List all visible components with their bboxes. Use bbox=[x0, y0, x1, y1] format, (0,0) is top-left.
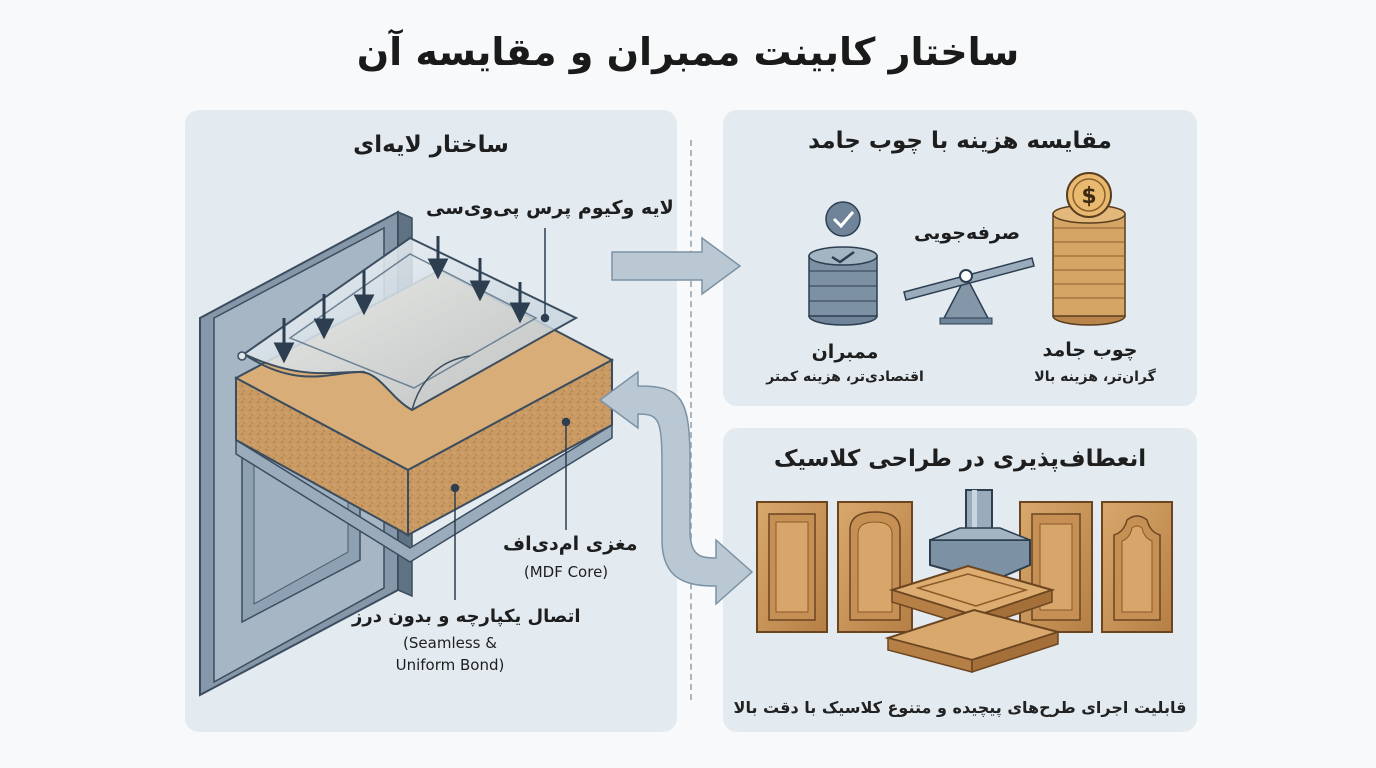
page-title: ساختار کابینت ممبران و مقایسه آن bbox=[356, 30, 1020, 74]
pressure-arrows bbox=[273, 236, 531, 364]
layer-structure-title: ساختار لایه‌ای bbox=[353, 132, 509, 158]
bond-label: اتصال یکپارچه و بدون درز bbox=[352, 606, 581, 627]
balance-scale-icon bbox=[903, 257, 1035, 325]
membrane-name: ممبران bbox=[811, 341, 879, 363]
cost-comparison-title: مقایسه هزینه با چوب جامد bbox=[808, 128, 1112, 154]
classic-door-3 bbox=[1019, 501, 1093, 633]
callout-lines bbox=[450, 228, 571, 600]
dollar-coin-icon: $ bbox=[1066, 172, 1112, 218]
membrane-description: اقتصادی‌تر، هزینه کمتر bbox=[766, 369, 924, 385]
dollar-symbol: $ bbox=[1081, 184, 1096, 209]
classic-door-1 bbox=[756, 501, 828, 633]
mdf-core-english: (MDF Core) bbox=[523, 563, 609, 581]
pvc-film-layer bbox=[237, 236, 579, 412]
solid-wood-name: چوب جامد bbox=[1042, 339, 1138, 361]
classic-door-4 bbox=[1101, 501, 1173, 633]
checkmark-icon bbox=[825, 201, 861, 237]
arrow-curved-link bbox=[598, 370, 754, 606]
classic-door-2 bbox=[837, 501, 913, 633]
saving-label: صرفه‌جویی bbox=[914, 222, 1021, 244]
pvc-layer-label: لایه وکیوم پرس پی‌وی‌سی bbox=[426, 197, 674, 219]
bond-english-line1: (Seamless & bbox=[403, 634, 497, 652]
solid-wood-coin-stack bbox=[1052, 204, 1126, 326]
divider-line bbox=[690, 140, 692, 700]
bond-english-line2: Uniform Bond) bbox=[395, 656, 505, 674]
wood-pieces-stack bbox=[884, 564, 1062, 674]
bottom-steel-plate bbox=[235, 423, 613, 563]
classic-design-caption: قابلیت اجرای طرح‌های پیچیده و متنوع کلاس… bbox=[733, 698, 1187, 717]
membrane-coin-stack bbox=[808, 246, 878, 326]
mdf-core-label: مغزی ام‌دی‌اف bbox=[503, 533, 638, 555]
press-machine bbox=[929, 489, 1031, 584]
solid-wood-description: گران‌تر، هزینه بالا bbox=[1034, 369, 1156, 385]
arrow-to-cost bbox=[611, 236, 742, 296]
classic-design-title: انعطاف‌پذیری در طراحی کلاسیک bbox=[773, 446, 1147, 472]
